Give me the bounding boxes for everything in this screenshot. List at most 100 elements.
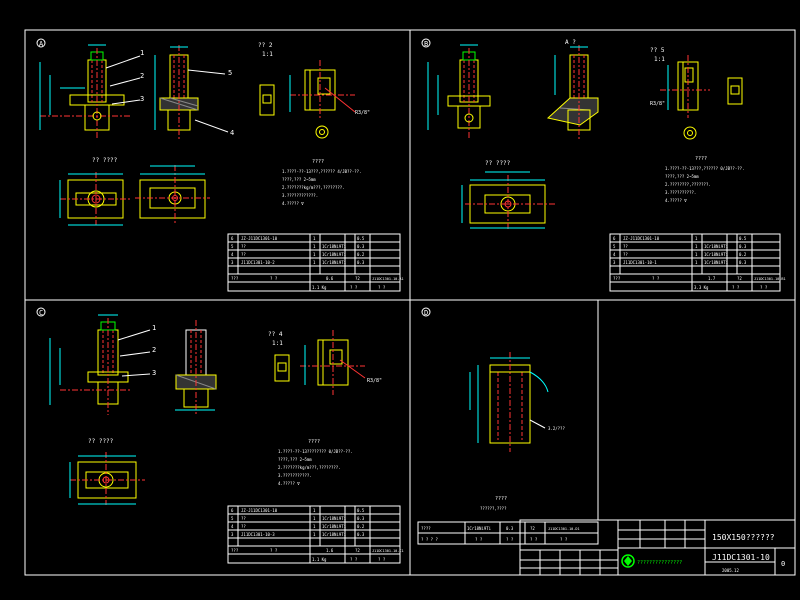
panel-a-marker: A (39, 40, 44, 48)
panel-b-detail-scale: 1:1 (654, 56, 665, 63)
panel-a-label-2: 2 (140, 72, 144, 80)
panel-c-label-2: 2 (152, 346, 156, 354)
svg-text:3.3 Kg: 3.3 Kg (694, 285, 709, 290)
svg-text:? ? ? ?: ? ? ? ? (421, 537, 438, 542)
svg-text:3.???????????.: 3.???????????. (278, 473, 312, 478)
svg-text:J11DC1301-10-C1: J11DC1301-10-C1 (372, 549, 404, 553)
svg-text:1Cr18Ni9Ti: 1Cr18Ni9Ti (704, 244, 729, 249)
svg-text:????: ???? (312, 159, 324, 165)
svg-text:6: 6 (231, 236, 234, 241)
panel-b-parts-table[interactable] (609, 233, 781, 292)
panel-c-tolerance: R3/8" (367, 378, 382, 384)
panel-a-label-3: 3 (140, 95, 144, 103)
svg-text:JZ-J11DC1301-10: JZ-J11DC1301-10 (241, 508, 278, 513)
svg-text:???: ??? (613, 276, 621, 281)
svg-text:JZ-J11DC1301-10: JZ-J11DC1301-10 (623, 236, 660, 241)
panel-c-main-view[interactable] (49, 314, 151, 415)
panel-b-side-view[interactable] (546, 45, 599, 140)
panel-b-section-view[interactable] (461, 171, 555, 230)
svg-text:5: 5 (231, 244, 234, 249)
svg-text:0.5: 0.5 (739, 236, 747, 241)
panel-a-parts-table[interactable] (227, 233, 401, 292)
svg-text:?2: ?2 (355, 276, 360, 281)
panel-c-label-3: 3 (152, 369, 156, 377)
panel-b-main-view[interactable] (427, 44, 491, 140)
panel-b-marker: B (424, 40, 428, 48)
svg-text:??: ?? (241, 244, 246, 249)
svg-text:??: ?? (241, 252, 246, 257)
panel-a[interactable]: A 1 2 3 (36, 38, 404, 292)
svg-text:1: 1 (313, 252, 316, 257)
svg-text:???: ??? (231, 548, 239, 553)
svg-text:1Cr18Ni9Ti: 1Cr18Ni9Ti (322, 524, 347, 529)
panel-a-detail-view[interactable] (259, 60, 356, 139)
svg-text:J11DC1301-10-2: J11DC1301-10-2 (241, 260, 275, 265)
panel-b-detail-label: ?? 5 (650, 47, 665, 54)
svg-text:1: 1 (313, 244, 316, 249)
svg-text:3: 3 (231, 260, 234, 265)
panel-d-notes: ???? ??????,???? (480, 496, 507, 511)
svg-text:?2: ?2 (355, 548, 360, 553)
panel-d[interactable]: D 3.2/??? ???? ??????,???? ? (417, 307, 599, 545)
svg-text:??????,????: ??????,???? (480, 506, 507, 511)
svg-text:4.????? ∇: 4.????? ∇ (665, 198, 687, 203)
svg-text:????: ???? (695, 156, 707, 162)
svg-text:1.7: 1.7 (708, 276, 716, 281)
panel-b[interactable]: B A ? ?? 5 1:1 (421, 38, 786, 292)
svg-text:6: 6 (231, 508, 234, 513)
svg-text:??: ?? (623, 244, 628, 249)
svg-text:1.6: 1.6 (326, 548, 334, 553)
title-block[interactable] (519, 519, 796, 576)
panel-b-section-label: ?? ???? (485, 160, 511, 167)
panel-d-marker: D (424, 309, 428, 317)
panel-b-label-a: A ? (565, 39, 576, 46)
panel-c-section-view[interactable] (69, 452, 145, 505)
svg-text:? ?: ? ? (760, 285, 768, 290)
panel-c-side-view[interactable] (175, 320, 217, 415)
panel-a-marker-circle (36, 38, 46, 48)
panel-c[interactable]: C 1 2 3 (36, 307, 404, 564)
panel-a-main-view[interactable] (39, 44, 141, 140)
company-logo (621, 554, 635, 568)
svg-text:0.3: 0.3 (739, 244, 747, 249)
panel-b-detail-view[interactable] (660, 55, 743, 140)
panel-b-notes: ???? 1.????-??-13???,?????? 0/JB??-??. ?… (665, 156, 744, 203)
svg-text:1.1 Kg: 1.1 Kg (312, 285, 327, 290)
svg-text:0.3: 0.3 (357, 516, 365, 521)
svg-text:3.????????????.: 3.????????????. (282, 193, 318, 198)
svg-text:0.2: 0.2 (357, 252, 365, 257)
panel-d-marker-circle (421, 307, 431, 317)
panel-c-detail-view[interactable] (274, 330, 366, 395)
panel-d-tolerance: 3.2/??? (548, 426, 565, 431)
svg-text:J11DC1301-10-A1: J11DC1301-10-A1 (372, 277, 404, 281)
panel-a-label-1: 1 (140, 49, 144, 57)
panel-c-table-text: 6 JZ-J11DC1301-10 1 0.5 5 ?? 1 1Cr18Ni9T… (231, 508, 404, 562)
panel-a-side-view[interactable] (154, 45, 229, 140)
panel-d-main-view[interactable] (469, 352, 549, 452)
svg-text:1: 1 (695, 260, 698, 265)
panel-a-section-view[interactable] (59, 165, 210, 226)
svg-text:????,??? 2~5mm: ????,??? 2~5mm (278, 457, 312, 462)
svg-text:? ?: ? ? (652, 276, 660, 281)
svg-text:2.???????kg/m???,????????.: 2.???????kg/m???,????????. (282, 185, 345, 190)
svg-text:????,??? 2~5mm: ????,??? 2~5mm (282, 177, 316, 182)
panel-b-marker-circle (421, 38, 431, 48)
panel-c-notes: ???? 1.????-??-13???????? 0/JB??-??. ???… (278, 439, 353, 486)
svg-text:??: ?? (241, 524, 246, 529)
panel-a-section-label: ?? ???? (92, 157, 118, 164)
panel-a-label-4: 4 (230, 129, 234, 137)
svg-text:?2: ?2 (530, 526, 535, 531)
svg-text:0.3: 0.3 (357, 532, 365, 537)
svg-text:? ?: ? ? (506, 537, 514, 542)
svg-text:1: 1 (313, 508, 316, 513)
svg-text:1: 1 (313, 524, 316, 529)
svg-text:J11DC1301-10-3: J11DC1301-10-3 (241, 532, 275, 537)
svg-text:??: ?? (623, 252, 628, 257)
svg-text:1: 1 (695, 236, 698, 241)
panel-d-parts-table[interactable] (417, 521, 599, 545)
svg-text:1Cr18Ni9Ti: 1Cr18Ni9Ti (322, 532, 347, 537)
panel-c-parts-table[interactable] (227, 505, 401, 564)
panel-a-detail-scale: 1:1 (262, 51, 273, 58)
svg-text:4.????? ∇: 4.????? ∇ (278, 481, 300, 486)
